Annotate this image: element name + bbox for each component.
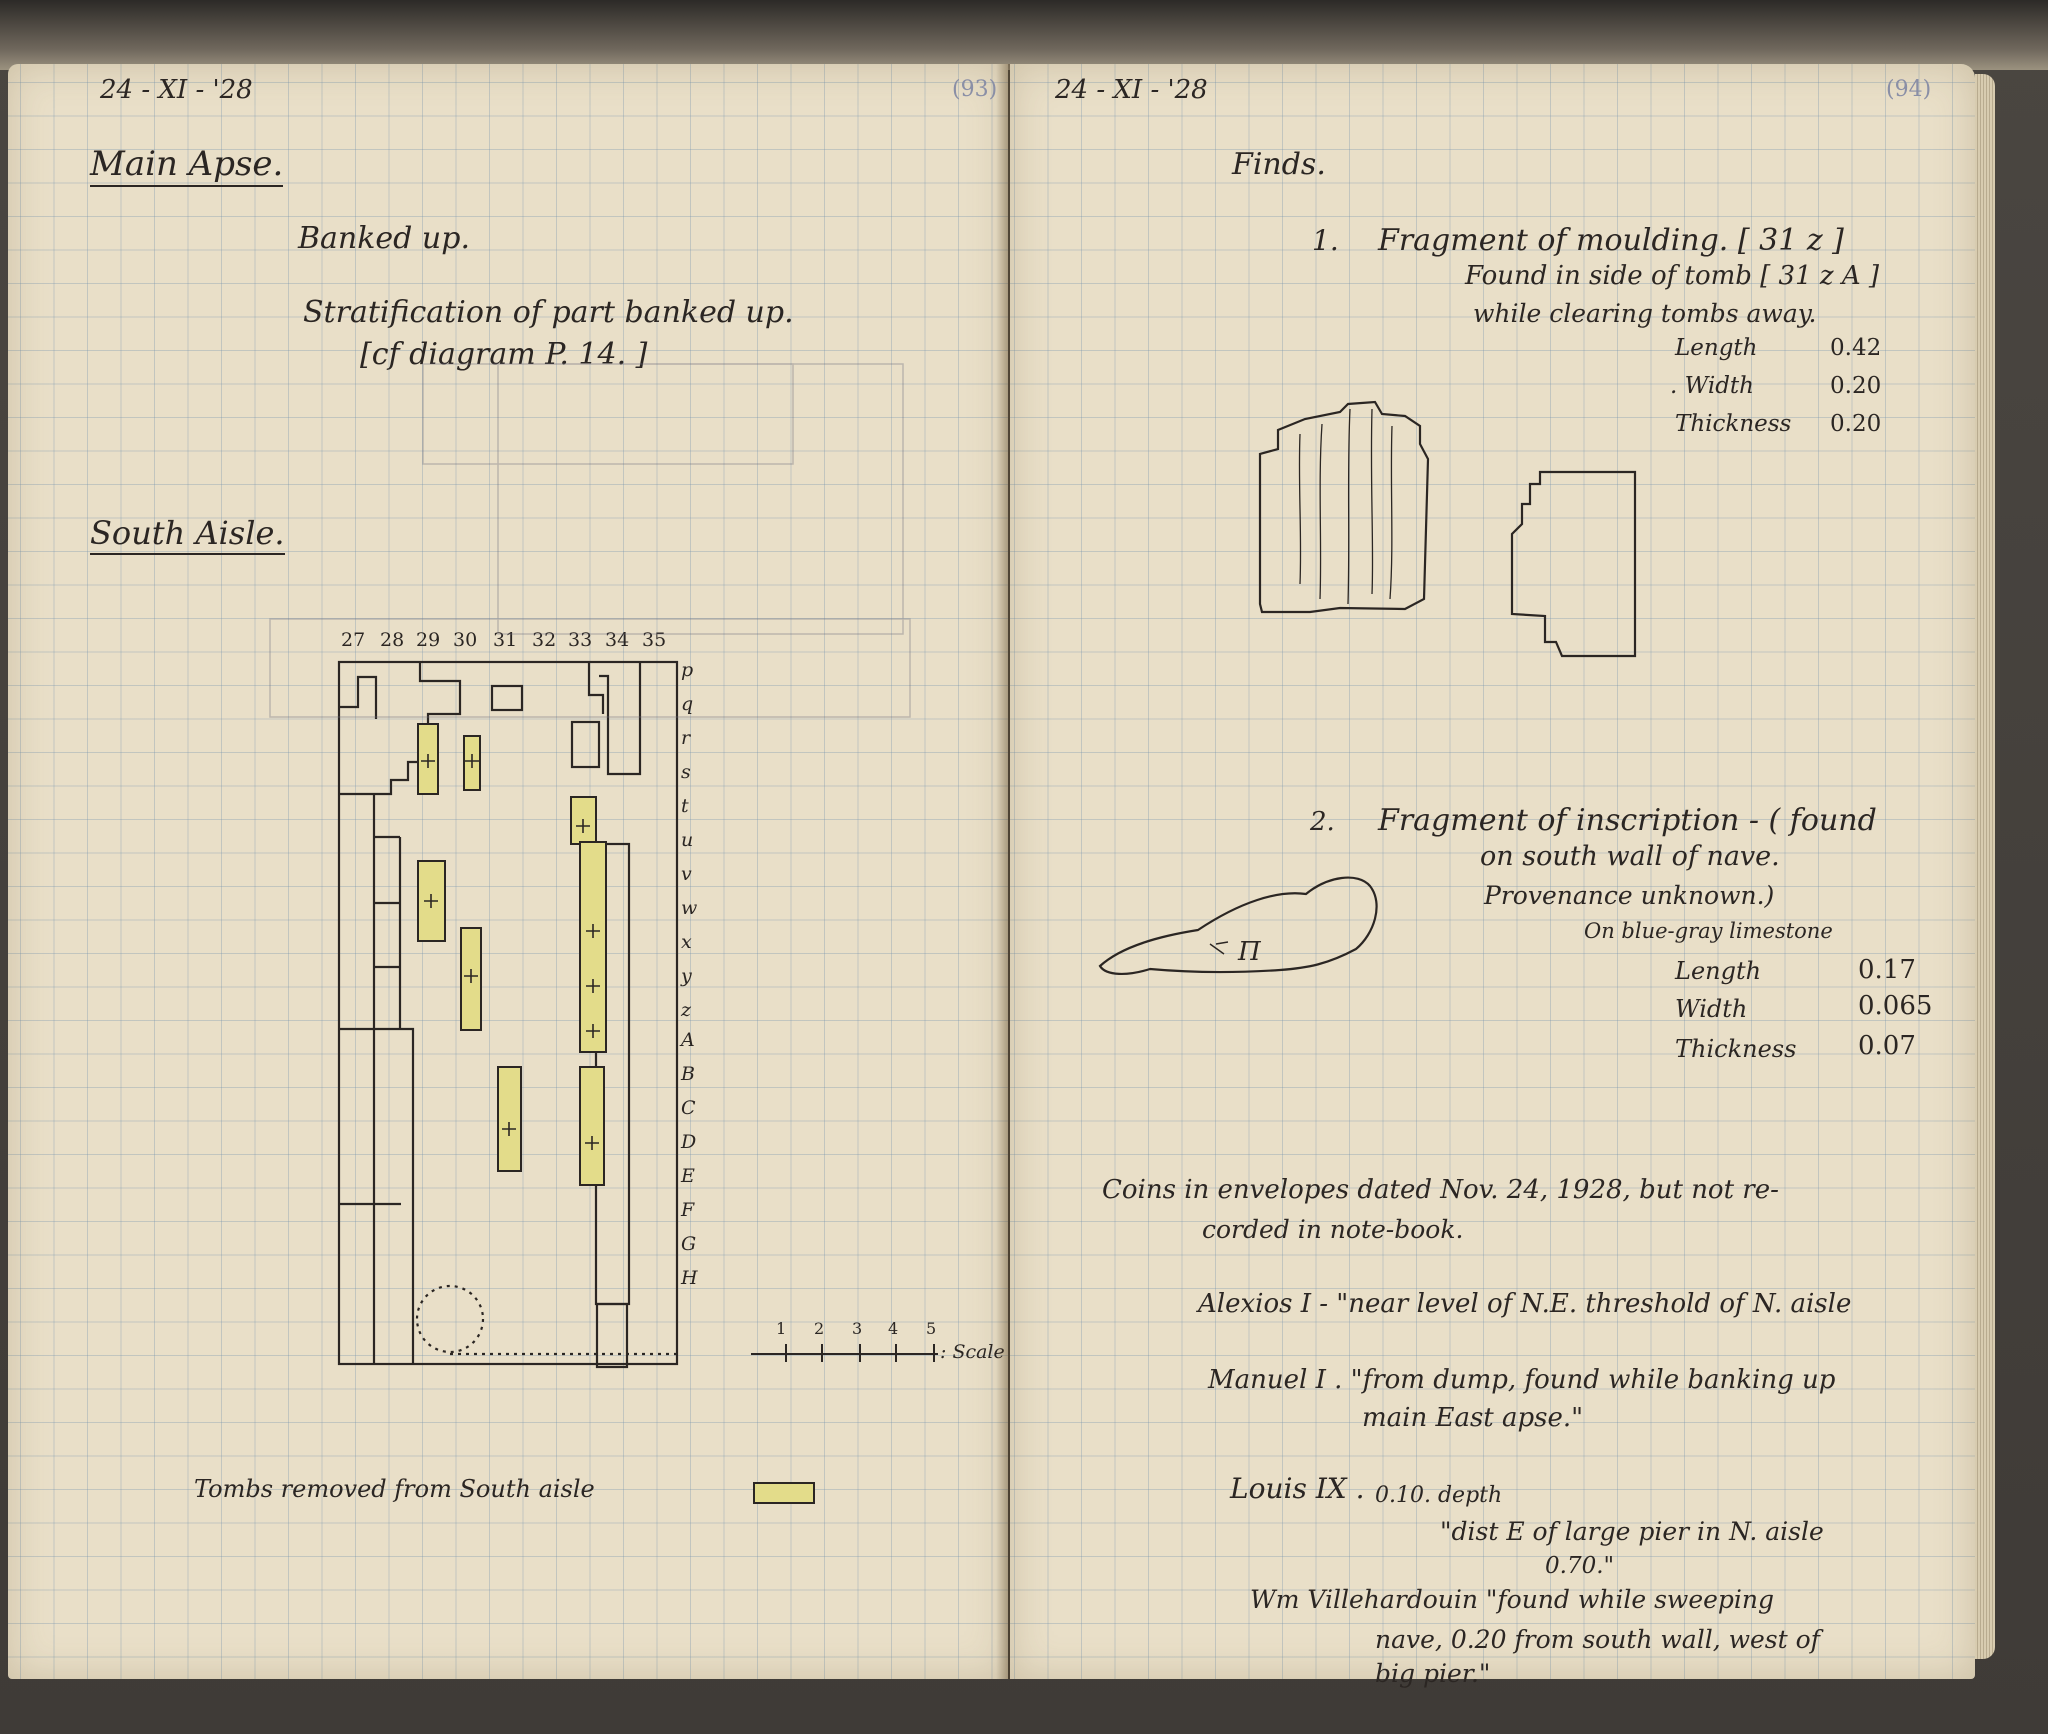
row-letter: x [681,931,692,953]
find1-dim-label: . Width [1670,373,1754,399]
scale-number: 4 [888,1319,899,1338]
coin-alexios: Alexios I - "near level of N.E. threshol… [1198,1289,1852,1319]
left-page-number: (93) [952,77,998,102]
column-number: 30 [453,629,478,651]
find1-dim-value: 0.20 [1830,373,1882,399]
find2-dim-value: 0.07 [1858,1031,1916,1061]
coin-manuel-line2: main East apse." [1362,1403,1584,1433]
column-number: 35 [642,629,667,651]
row-letter: q [681,693,694,715]
scale-number: 2 [814,1319,825,1338]
heading-finds: Finds. [1232,147,1326,182]
tomb-removed [579,1066,605,1186]
find2-material: On blue-gray limestone [1584,919,1833,943]
tomb-removed [579,841,607,1053]
row-letter: H [681,1267,698,1289]
row-letter: r [681,727,691,749]
stratification-note: Stratification of part banked up. [303,295,794,330]
row-letter: s [681,761,691,783]
column-number: 28 [380,629,405,651]
row-letter: A [681,1029,695,1051]
column-number: 29 [416,629,441,651]
row-letter: B [681,1063,695,1085]
find1-number: 1. [1312,224,1339,257]
legend-text: Tombs removed from South aisle [194,1475,595,1503]
find1-dim-value: 0.20 [1830,411,1882,437]
column-number: 31 [493,629,518,651]
row-letter: p [681,659,694,681]
coins-intro-line1: Coins in envelopes dated Nov. 24, 1928, … [1102,1175,1779,1205]
coins-intro-line2: corded in note-book. [1202,1215,1464,1244]
find2-dim-value: 0.17 [1858,955,1916,985]
find2-dim-label: Width [1675,995,1748,1023]
column-number: 34 [605,629,630,651]
row-letter: w [681,897,698,919]
coin-manuel-line1: Manuel I . "from dump, found while banki… [1208,1365,1836,1395]
legend-swatch [753,1482,815,1504]
heading-south-aisle: South Aisle. [90,515,285,556]
inscription-glyph: Π [1237,937,1262,967]
row-letter: C [681,1097,696,1119]
find1-found-line2: while clearing tombs away. [1473,299,1817,328]
find2-title: Fragment of inscription - ( found [1378,803,1877,838]
row-letter: E [681,1165,695,1187]
scale-number: 1 [776,1319,787,1338]
coin-louis-name: Louis IX . [1230,1472,1365,1505]
find2-line2: on south wall of nave. [1480,841,1780,872]
diagram-reference: [cf diagram P. 14. ] [360,337,648,372]
find1-title: Fragment of moulding. [ 31 z ] [1378,223,1844,258]
row-letter: u [681,829,694,851]
find2-line3: Provenance unknown.) [1484,881,1775,910]
coin-villehardouin-line2: nave, 0.20 from south wall, west of [1375,1625,1820,1654]
row-letter: D [681,1131,697,1153]
moulding-fragment-sketch: Π [1098,400,1637,975]
right-page-date: 24 - XI - '28 [1055,75,1208,105]
find2-dim-value: 0.065 [1858,991,1933,1021]
scale-number: 5 [926,1319,937,1338]
coin-louis-line: "dist E of large pier in N. aisle [1440,1517,1824,1546]
row-letter: z [681,999,692,1021]
coin-villehardouin-line1: Wm Villehardouin "found while sweeping [1250,1585,1775,1614]
left-page: 24 - XI - '28 (93) Main Apse. Banked up.… [8,64,1008,1679]
find1-dim-label: Length [1675,335,1758,361]
row-letter: G [681,1233,697,1255]
right-page-number: (94) [1886,77,1932,102]
plan-outline [337,660,679,1366]
row-letter: t [681,795,689,817]
row-letter: F [681,1199,695,1221]
heading-main-apse: Main Apse. [90,145,284,188]
scale-number: 3 [852,1319,863,1338]
find1-found: Found in side of tomb [ 31 z A ] [1465,261,1880,291]
column-number: 32 [532,629,557,651]
scale-bar [751,1344,938,1362]
column-number: 27 [341,629,366,651]
coin-louis-depth: 0.10. depth [1375,1483,1503,1508]
find1-dim-value: 0.42 [1830,335,1882,361]
tomb-removed [497,1066,522,1172]
row-letter: v [681,863,692,885]
coin-louis-distance: 0.70." [1545,1553,1615,1579]
banked-up-note: Banked up. [298,221,470,256]
column-number: 33 [568,629,593,651]
scale-label: : Scale [940,1341,1005,1363]
find2-dim-label: Length [1675,957,1762,985]
find2-number: 2. [1310,807,1335,837]
notebook-binding [0,0,2048,70]
find2-dim-label: Thickness [1675,1035,1797,1063]
find1-dim-label: Thickness [1675,411,1792,437]
coin-villehardouin-line3: big pier." [1375,1659,1491,1688]
south-aisle-plan [269,363,938,1369]
left-page-date: 24 - XI - '28 [100,75,253,105]
row-letter: y [681,965,692,987]
right-page: 24 - XI - '28 (94) Finds. 1. Fragment of… [1010,64,1995,1687]
